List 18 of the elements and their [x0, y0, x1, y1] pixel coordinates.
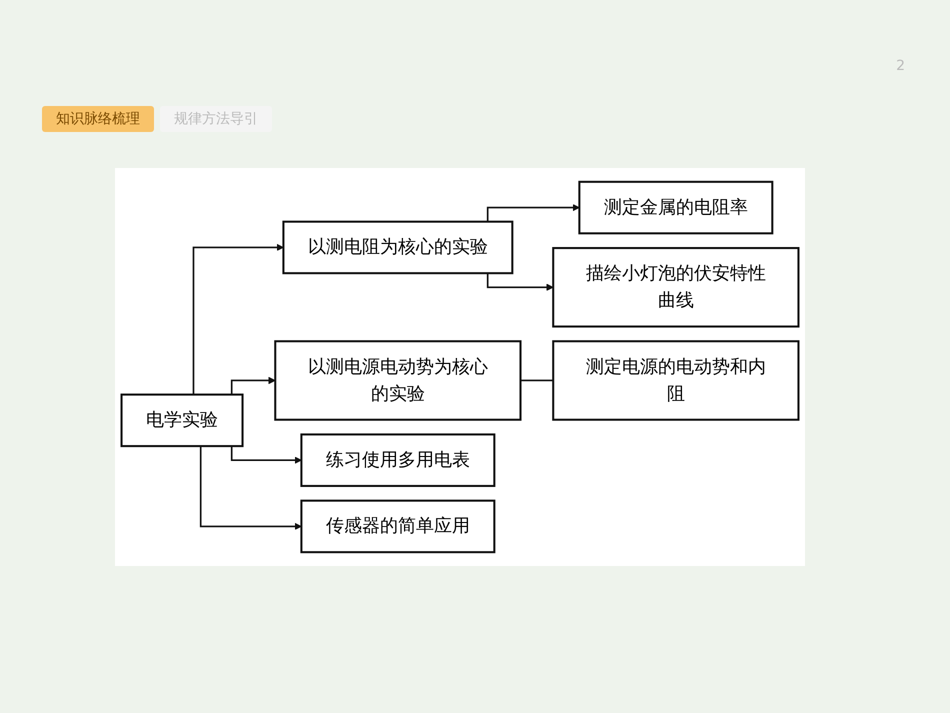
node-box: 描绘小灯泡的伏安特性曲线 [552, 247, 800, 328]
tab: 知识脉络梳理 [42, 106, 154, 132]
connector [520, 380, 554, 382]
arrow [486, 204, 580, 222]
node-box: 电学实验 [120, 394, 244, 448]
arrow [192, 244, 284, 395]
node-box: 以测电阻为核心的实验 [282, 220, 514, 274]
arrow [230, 446, 302, 464]
node-box: 练习使用多用电表 [300, 433, 496, 487]
page-number: 2 [896, 58, 905, 74]
node-box: 测定电源的电动势和内阻 [552, 340, 800, 421]
node-box: 传感器的简单应用 [300, 500, 496, 554]
arrow [486, 273, 554, 291]
arrow [230, 376, 276, 395]
tab: 规律方法导引 [160, 106, 272, 132]
arrow [200, 446, 302, 530]
node-box: 测定金属的电阻率 [578, 180, 774, 234]
node-box: 以测电源电动势为核心的实验 [274, 340, 522, 421]
